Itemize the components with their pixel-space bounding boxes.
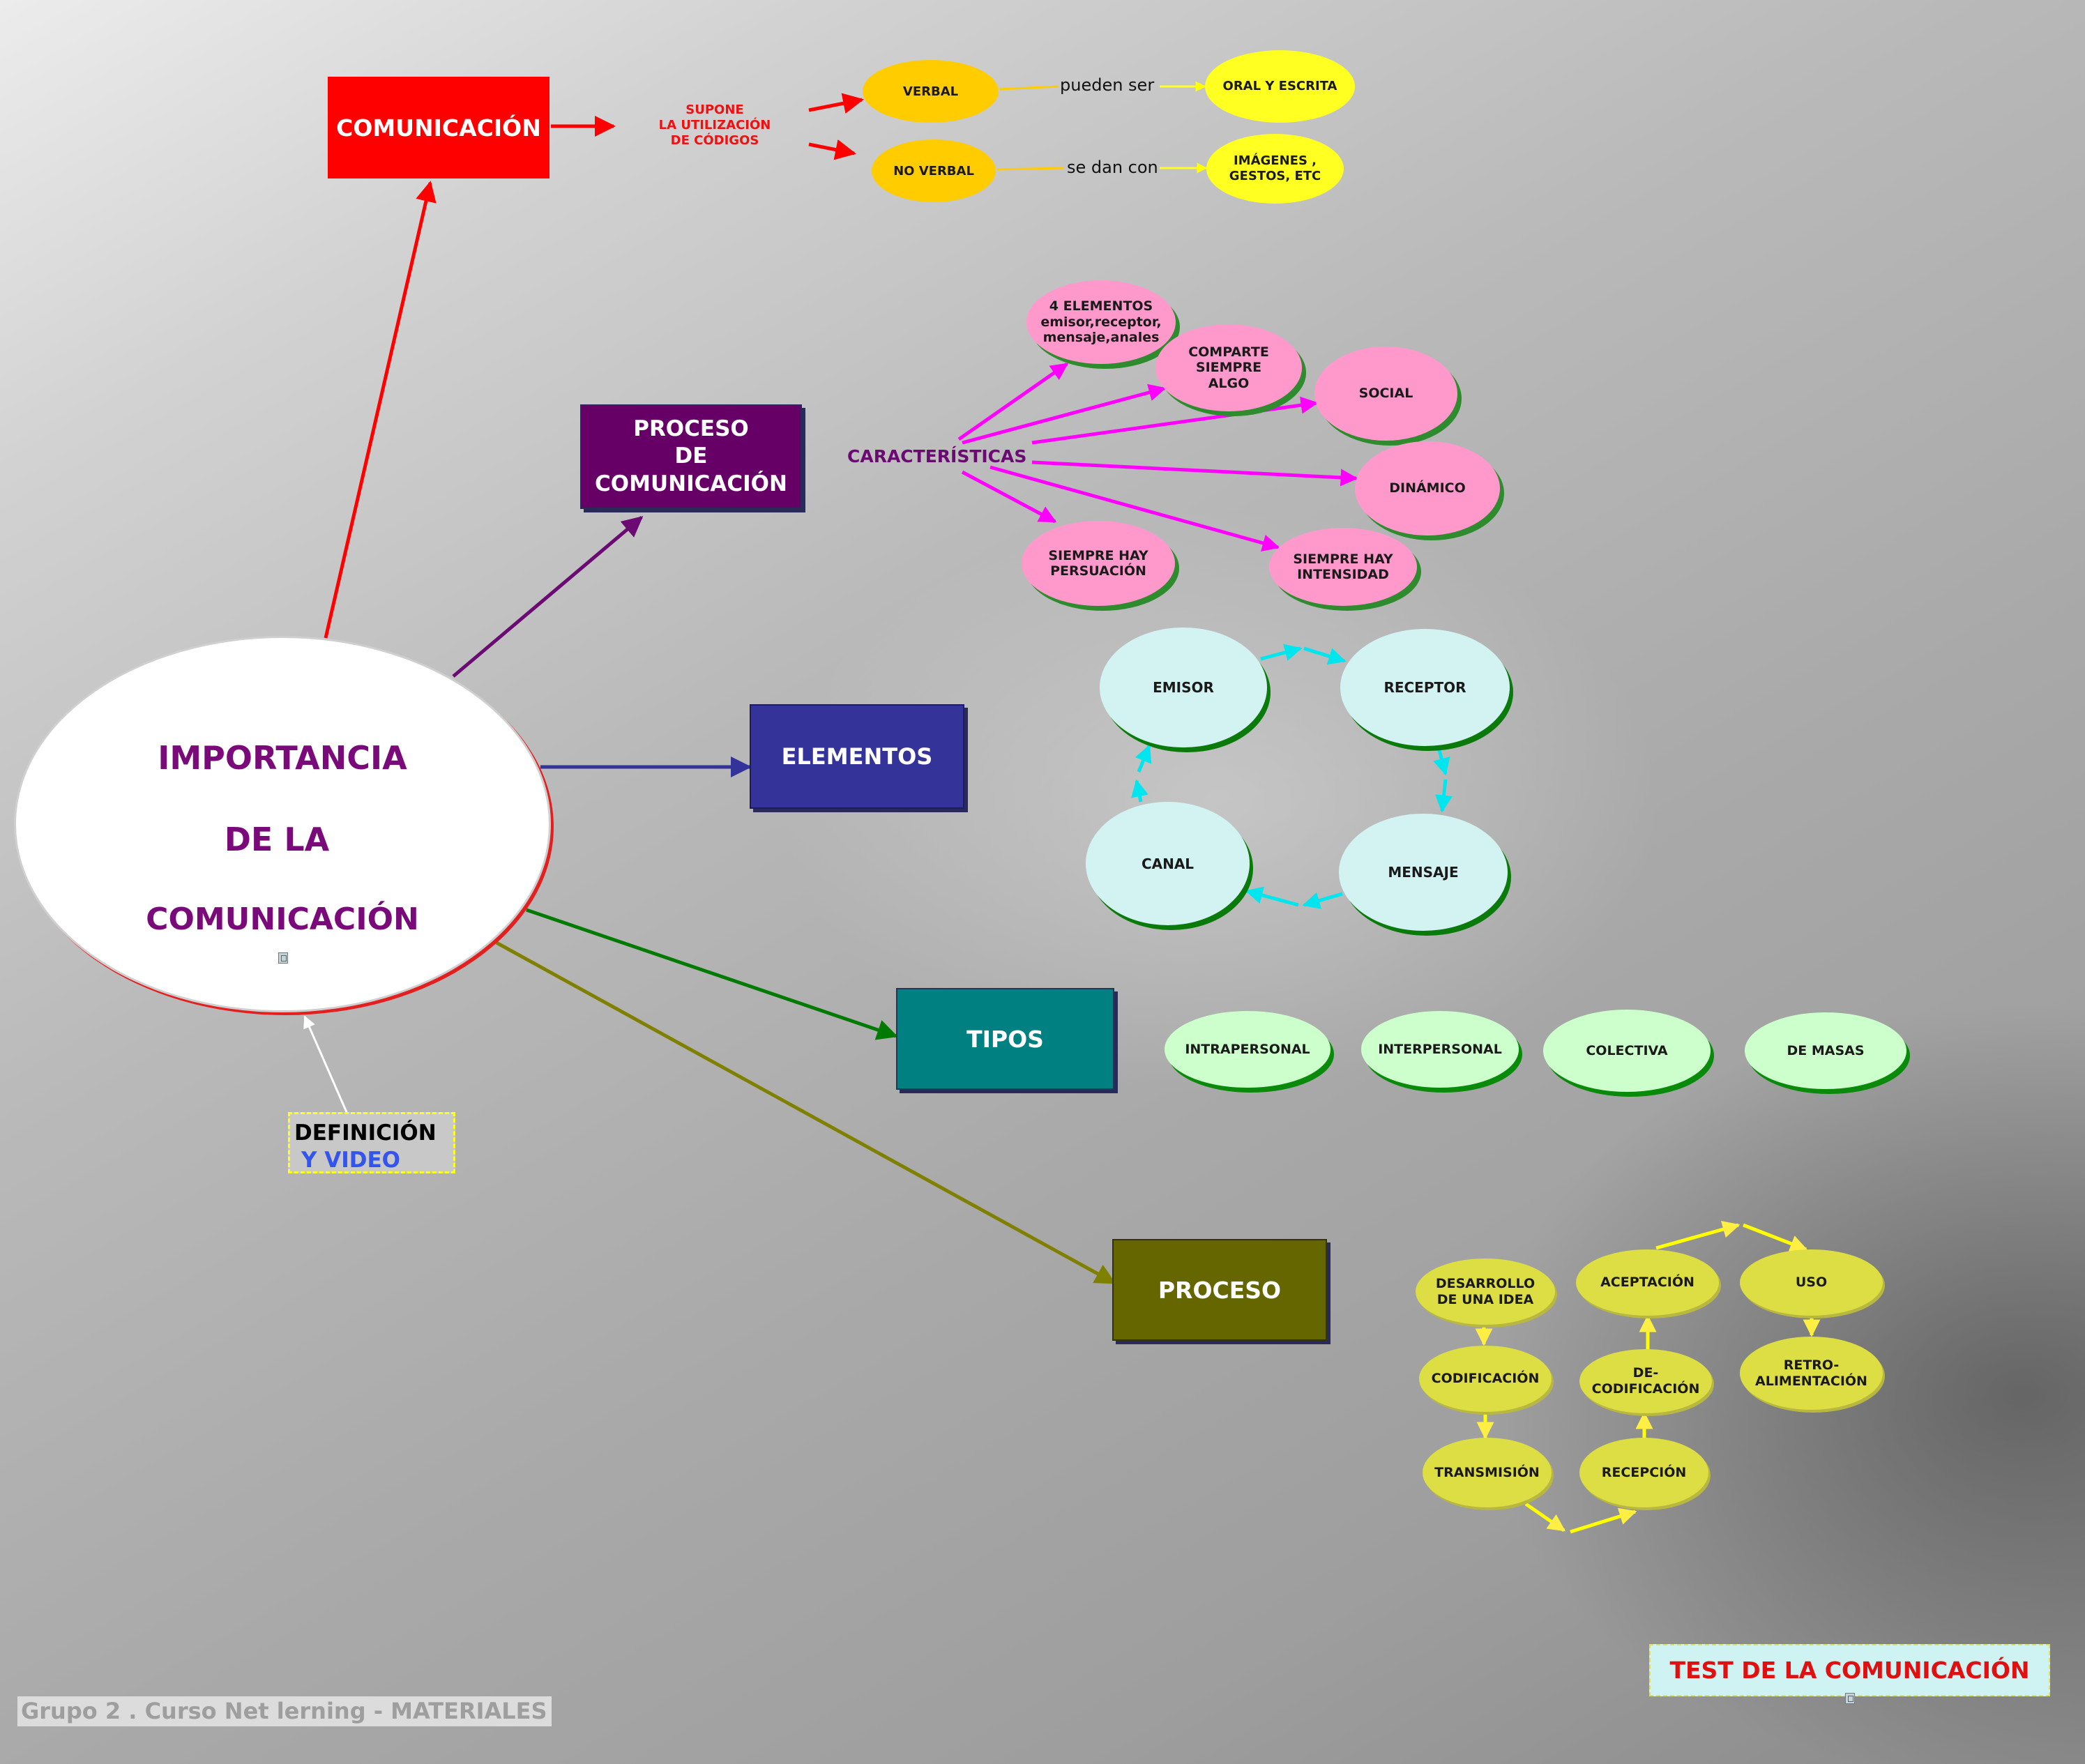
caracteristica-intensidad[interactable]: SIEMPRE HAY INTENSIDAD xyxy=(1269,528,1417,606)
pueden-ser-label: pueden ser xyxy=(1060,75,1155,95)
root-line-3: COMUNICACIÓN xyxy=(146,902,419,937)
imagenes-node[interactable]: IMÁGENES , GESTOS, ETC xyxy=(1206,134,1344,204)
arrow-to-proceso xyxy=(495,941,1116,1285)
arrow-to-proceso-comunicacion xyxy=(452,516,644,678)
tipo-intrapersonal[interactable]: INTRAPERSONAL xyxy=(1165,1011,1330,1088)
paso-recepcion[interactable]: RECEPCIÓN xyxy=(1579,1438,1708,1507)
caracteristica-dinamico[interactable]: DINÁMICO xyxy=(1355,441,1500,535)
arrow-transmision-mid xyxy=(1524,1502,1566,1533)
root-node[interactable]: IMPORTANCIA DE LA COMUNICACIÓN xyxy=(14,636,551,1012)
arrow-to-no-verbal xyxy=(808,139,856,160)
definicion-line-2: Y VIDEO xyxy=(301,1147,401,1173)
tipos-node[interactable]: TIPOS xyxy=(896,988,1114,1090)
caracteristica-comparte[interactable]: COMPARTE SIEMPRE ALGO xyxy=(1155,324,1302,411)
caracteristicas-label: CARACTERÍSTICAS xyxy=(847,446,1027,466)
se-dan-con-label: se dan con xyxy=(1067,158,1158,177)
paso-decodificacion[interactable]: DE- CODIFICACIÓN xyxy=(1579,1349,1712,1413)
arrow-to-receptor xyxy=(1303,646,1347,665)
paso-transmision[interactable]: TRANSMISIÓN xyxy=(1423,1438,1552,1507)
arrow-to-dinamico xyxy=(1031,460,1358,487)
arrow-to-recepcion xyxy=(1570,1507,1637,1534)
elemento-emisor[interactable]: EMISOR xyxy=(1100,628,1267,747)
tipo-colectiva[interactable]: COLECTIVA xyxy=(1543,1010,1711,1092)
comunicacion-node[interactable]: COMUNICACIÓN xyxy=(328,77,549,178)
arrow-to-emisor xyxy=(1135,744,1152,773)
tipo-interpersonal[interactable]: INTERPERSONAL xyxy=(1361,1011,1519,1088)
definicion-line-1: DEFINICIÓN xyxy=(294,1120,437,1146)
arrow-to-4elementos xyxy=(957,362,1069,441)
verbal-node[interactable]: VERBAL xyxy=(863,60,999,123)
arrow-aceptacion-mid xyxy=(1655,1221,1741,1250)
caracteristica-4elementos[interactable]: 4 ELEMENTOS emisor,receptor, mensaje,ana… xyxy=(1026,280,1176,364)
proceso-node[interactable]: PROCESO xyxy=(1112,1239,1327,1341)
paso-desarrollo[interactable]: DESARROLLO DE UNA IDEA xyxy=(1416,1259,1555,1325)
arrow-canal-mid xyxy=(1131,779,1148,803)
arrow-to-mensaje xyxy=(1435,779,1453,813)
arrow-from-definicion xyxy=(303,1015,348,1113)
test-attachment-icon[interactable] xyxy=(1845,1693,1855,1704)
test-box[interactable]: TEST DE LA COMUNICACIÓN xyxy=(1649,1644,2050,1696)
no-verbal-node[interactable]: NO VERBAL xyxy=(872,139,996,202)
elemento-canal[interactable]: CANAL xyxy=(1086,802,1250,925)
arrow-to-verbal xyxy=(808,93,864,114)
definicion-box[interactable]: DEFINICIÓN Y VIDEO xyxy=(288,1112,455,1173)
arrow-receptor-mid xyxy=(1433,747,1450,776)
proceso-comunicacion-node[interactable]: PROCESO DE COMUNICACIÓN xyxy=(580,404,802,509)
footer-label: Grupo 2 . Curso Net lerning - MATERIALES xyxy=(17,1696,552,1726)
elemento-mensaje[interactable]: MENSAJE xyxy=(1339,814,1508,931)
line-verbal-pueden xyxy=(999,85,1059,91)
arrow-to-persuacion xyxy=(961,470,1057,524)
oral-escrita-node[interactable]: ORAL Y ESCRITA xyxy=(1205,50,1355,123)
elemento-receptor[interactable]: RECEPTOR xyxy=(1340,629,1510,746)
arrow-to-social xyxy=(1031,396,1319,445)
paso-aceptacion[interactable]: ACEPTACIÓN xyxy=(1576,1249,1719,1316)
tipo-de-masas[interactable]: DE MASAS xyxy=(1745,1012,1906,1089)
root-line-2: DE LA xyxy=(224,821,330,858)
paso-retro[interactable]: RETRO- ALIMENTACIÓN xyxy=(1740,1337,1883,1410)
arrow-to-canal xyxy=(1245,886,1299,907)
attachment-icon[interactable] xyxy=(278,952,288,964)
arrow-to-uso xyxy=(1743,1223,1808,1252)
arrow-to-tipos xyxy=(526,908,898,1040)
root-line-1: IMPORTANCIA xyxy=(158,739,407,777)
arrow-to-comparte xyxy=(962,383,1167,445)
arrow-to-intensidad xyxy=(990,465,1280,552)
caracteristica-persuacion[interactable]: SIEMPRE HAY PERSUACIÓN xyxy=(1022,521,1175,606)
supone-label: SUPONE LA UTILIZACIÓN DE CÓDIGOS xyxy=(658,102,771,148)
paso-uso[interactable]: USO xyxy=(1740,1249,1883,1316)
arrow-mensaje-mid xyxy=(1302,892,1343,909)
elementos-node[interactable]: ELEMENTOS xyxy=(750,704,964,809)
arrow-to-comunicacion xyxy=(324,181,437,639)
line-noverbal-sedan xyxy=(996,167,1064,171)
paso-codificacion[interactable]: CODIFICACIÓN xyxy=(1419,1346,1552,1412)
caracteristica-social[interactable]: SOCIAL xyxy=(1314,347,1457,441)
arrow-emisor-mid xyxy=(1260,644,1303,661)
